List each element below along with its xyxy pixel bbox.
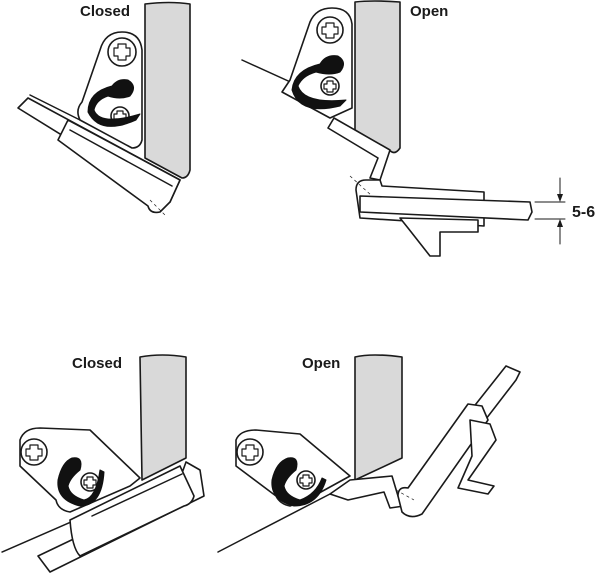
screw-icon (20, 438, 48, 466)
hinge-cup (69, 465, 195, 557)
spring-arm (271, 457, 327, 507)
cabinet-side-panel (354, 354, 403, 481)
hinge-cup (397, 403, 489, 518)
label-open-top: Open (410, 3, 448, 20)
screw-icon (80, 472, 100, 492)
dimension-gap: 5-6 (534, 177, 595, 245)
spring-arm (57, 457, 105, 507)
screw-icon (107, 37, 137, 67)
diagram-bottom-left-closed: Closed (1, 354, 205, 573)
spring-arm (291, 55, 347, 110)
label-open-bottom: Open (302, 355, 340, 372)
arrow-down-icon (557, 194, 563, 202)
cabinet-side-panel (144, 1, 191, 179)
diagram-top-left-closed: Closed (17, 1, 191, 216)
cabinet-side-panel (354, 0, 401, 154)
diagram-top-right-open: Open 5-6 (241, 0, 595, 257)
cabinet-side-panel (139, 354, 187, 481)
label-closed-bottom: Closed (72, 355, 122, 372)
diagram-bottom-right-open: Open (217, 354, 521, 553)
centre-line (349, 175, 373, 197)
cup-bracket (399, 217, 479, 257)
cup-bracket (457, 419, 497, 495)
hinge-cup (57, 119, 181, 214)
spring-arm (87, 79, 141, 127)
screw-icon (316, 16, 344, 44)
door-edge-line (217, 493, 331, 553)
arrow-up-icon (557, 219, 563, 227)
cup-inner-line (69, 129, 173, 187)
cup-inner-line (91, 473, 183, 517)
dimension-label: 5-6 (572, 204, 595, 221)
screw-icon (296, 470, 316, 490)
screw-icon (236, 438, 264, 466)
label-closed-top: Closed (80, 3, 130, 20)
screw-icon (320, 76, 340, 96)
door-panel (359, 195, 533, 221)
door-edge-line (1, 517, 81, 553)
